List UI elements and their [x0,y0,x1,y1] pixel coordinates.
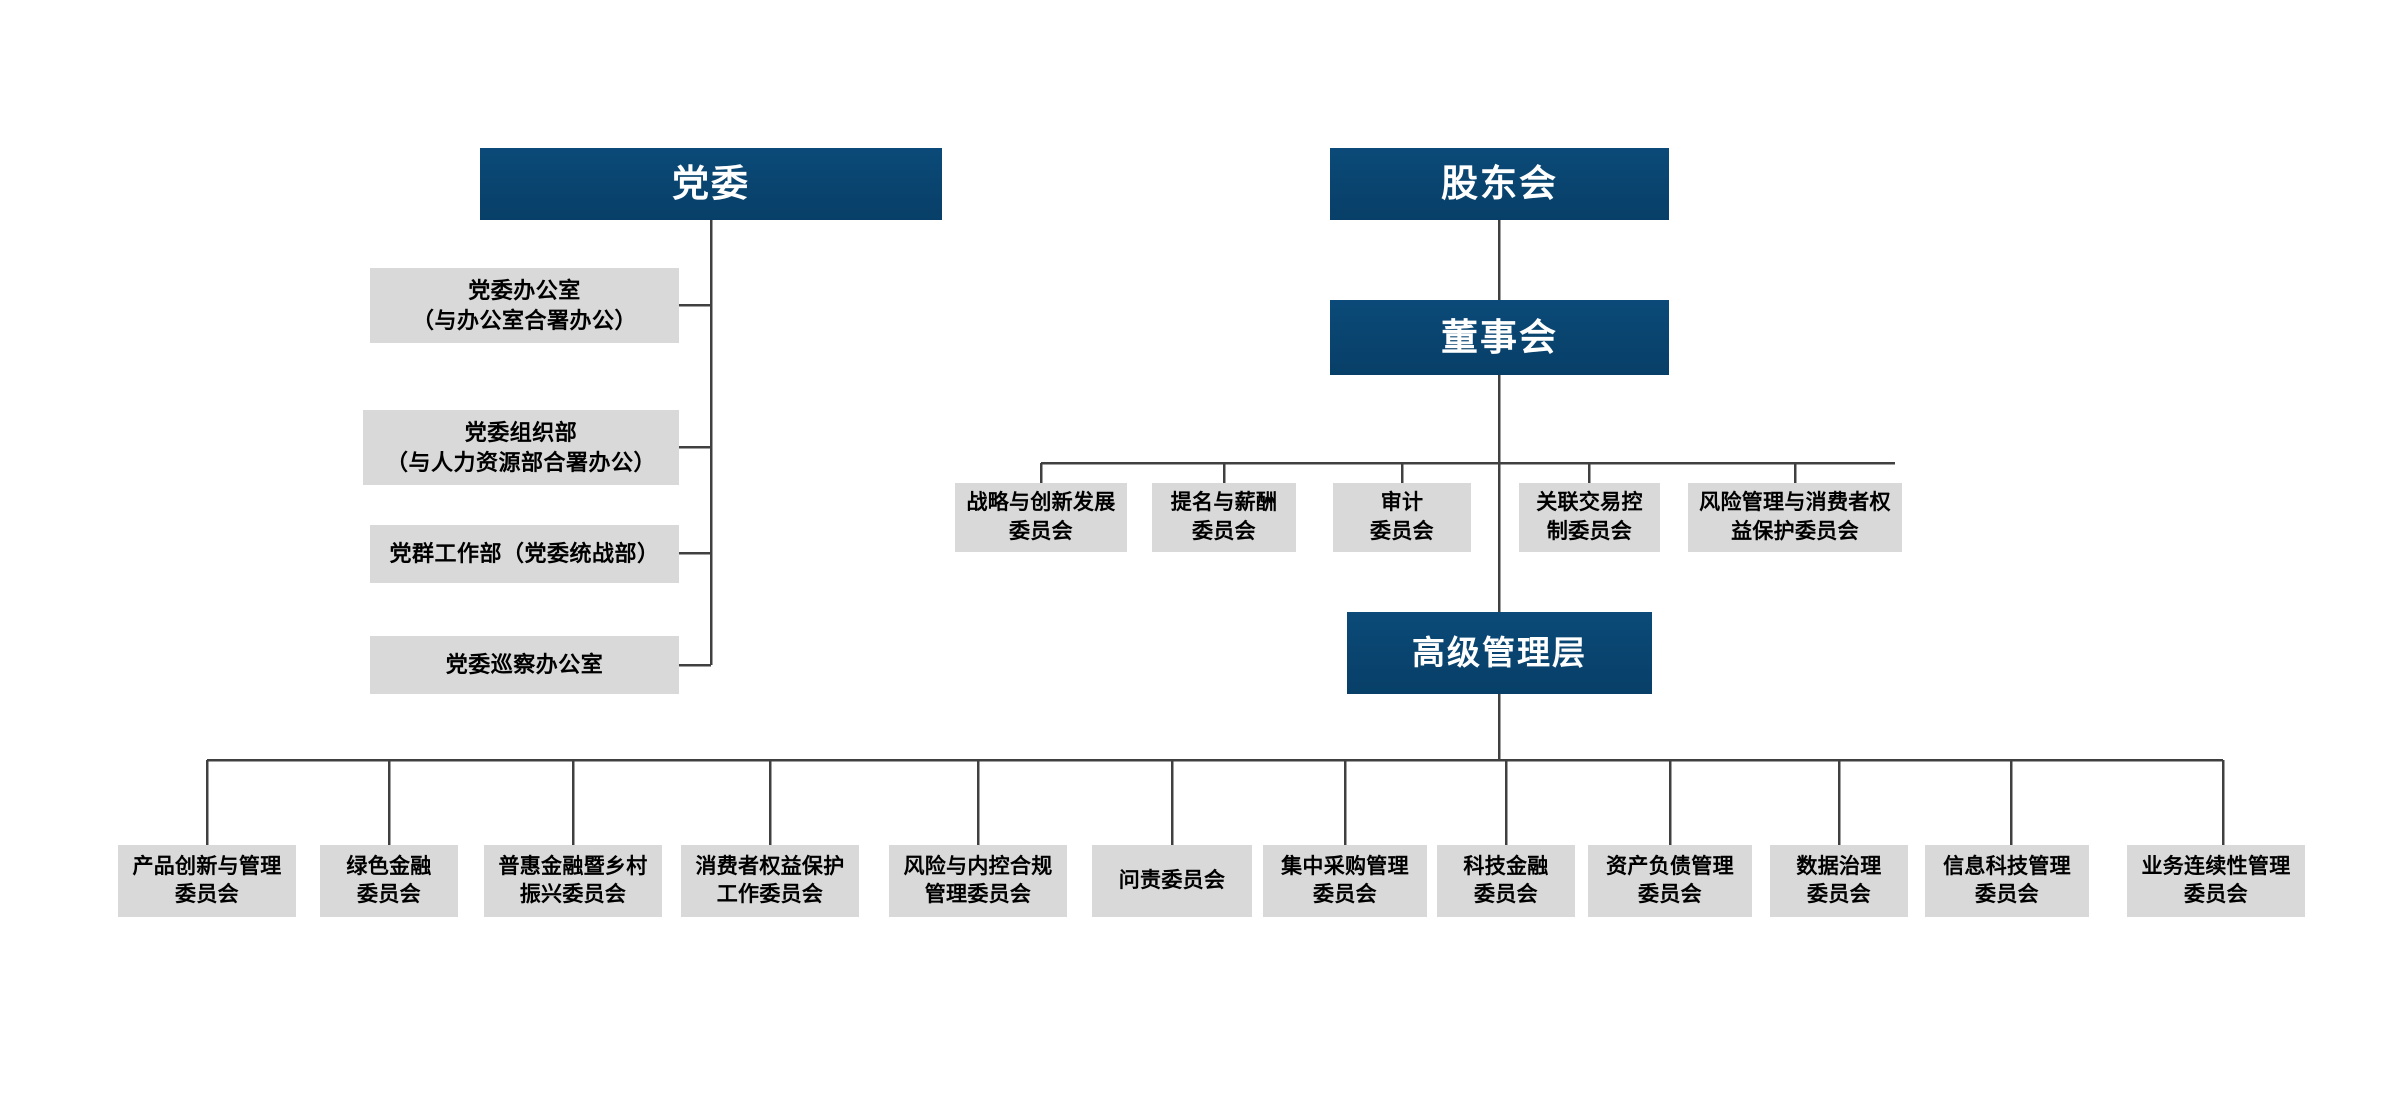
node-committee-strategy-innovation[interactable]: 战略与创新发展 委员会 [955,483,1127,552]
node-committee-risk-internal-control[interactable]: 风险与内控合规 管理委员会 [889,845,1067,917]
node-party-mass-work[interactable]: 党群工作部（党委统战部） [370,525,679,583]
node-party-org-dept[interactable]: 党委组织部 （与人力资源部合署办公） [363,410,679,485]
node-committee-audit[interactable]: 审计 委员会 [1333,483,1471,552]
node-committee-product-innovation[interactable]: 产品创新与管理 委员会 [118,845,296,917]
node-committee-centralized-procurement[interactable]: 集中采购管理 委员会 [1263,845,1427,917]
node-party-committee[interactable]: 党委 [480,148,942,220]
node-senior-management[interactable]: 高级管理层 [1347,612,1652,694]
node-committee-consumer-rights-protection[interactable]: 消费者权益保护 工作委员会 [681,845,859,917]
node-committee-it-management[interactable]: 信息科技管理 委员会 [1925,845,2089,917]
node-party-office[interactable]: 党委办公室 （与办公室合署办公） [370,268,679,343]
node-committee-data-governance[interactable]: 数据治理 委员会 [1770,845,1908,917]
node-party-inspection[interactable]: 党委巡察办公室 [370,636,679,694]
node-committee-risk-consumer-protection[interactable]: 风险管理与消费者权 益保护委员会 [1688,483,1902,552]
node-committee-inclusive-finance-rural[interactable]: 普惠金融暨乡村 振兴委员会 [484,845,662,917]
node-committee-green-finance[interactable]: 绿色金融 委员会 [320,845,458,917]
node-committee-asset-liability[interactable]: 资产负债管理 委员会 [1588,845,1752,917]
node-committee-business-continuity[interactable]: 业务连续性管理 委员会 [2127,845,2305,917]
node-board-of-directors[interactable]: 董事会 [1330,300,1669,375]
node-committee-technology-finance[interactable]: 科技金融 委员会 [1437,845,1575,917]
node-committee-accountability[interactable]: 问责委员会 [1092,845,1252,917]
node-committee-related-party-transactions[interactable]: 关联交易控 制委员会 [1519,483,1660,552]
node-committee-nomination-remuneration[interactable]: 提名与薪酬 委员会 [1152,483,1296,552]
node-shareholders-meeting[interactable]: 股东会 [1330,148,1669,220]
